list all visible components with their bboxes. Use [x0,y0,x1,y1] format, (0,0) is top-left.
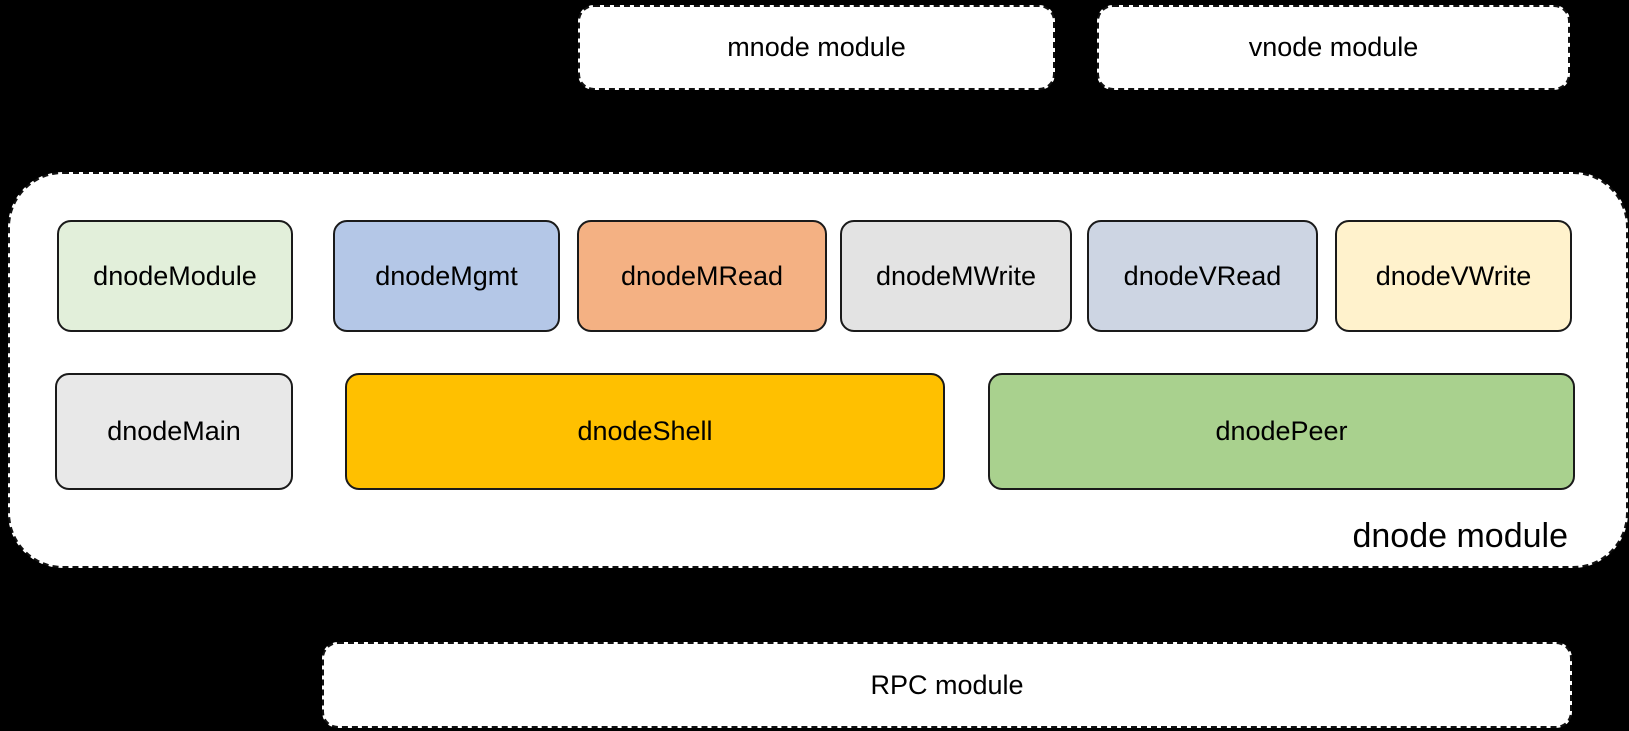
box-dnodeShell: dnodeShell [345,373,945,490]
vnode-module-label: vnode module [1248,32,1419,62]
mnode-module-label: mnode module [727,32,906,62]
box-dnodeModule-label: dnodeModule [93,260,257,291]
box-dnodeMWrite: dnodeMWrite [840,220,1072,332]
box-dnodeShell-label: dnodeShell [577,416,713,446]
box-dnodeModule: dnodeModule [57,220,293,332]
mnode-module-box: mnode module [578,5,1055,90]
box-dnodeMgmt-label: dnodeMgmt [375,260,518,291]
rpc-module-label: RPC module [870,669,1024,700]
box-dnodeMRead: dnodeMRead [577,220,827,332]
box-dnodeMain-label: dnodeMain [107,416,241,446]
dnode-module-label: dnode module [1352,517,1568,555]
box-dnodeMRead-label: dnodeMRead [620,260,784,291]
box-dnodeVWrite: dnodeVWrite [1335,220,1572,332]
box-dnodeMgmt: dnodeMgmt [333,220,560,332]
rpc-module-box: RPC module [322,642,1572,728]
box-dnodeVRead: dnodeVRead [1087,220,1318,332]
box-dnodeMWrite-label: dnodeMWrite [875,260,1037,291]
box-dnodeVRead-label: dnodeVRead [1123,260,1282,291]
box-dnodeVWrite-label: dnodeVWrite [1375,260,1532,291]
box-dnodePeer-label: dnodePeer [1215,416,1348,446]
box-dnodeMain: dnodeMain [55,373,293,490]
vnode-module-box: vnode module [1097,5,1570,90]
box-dnodePeer: dnodePeer [988,373,1575,490]
